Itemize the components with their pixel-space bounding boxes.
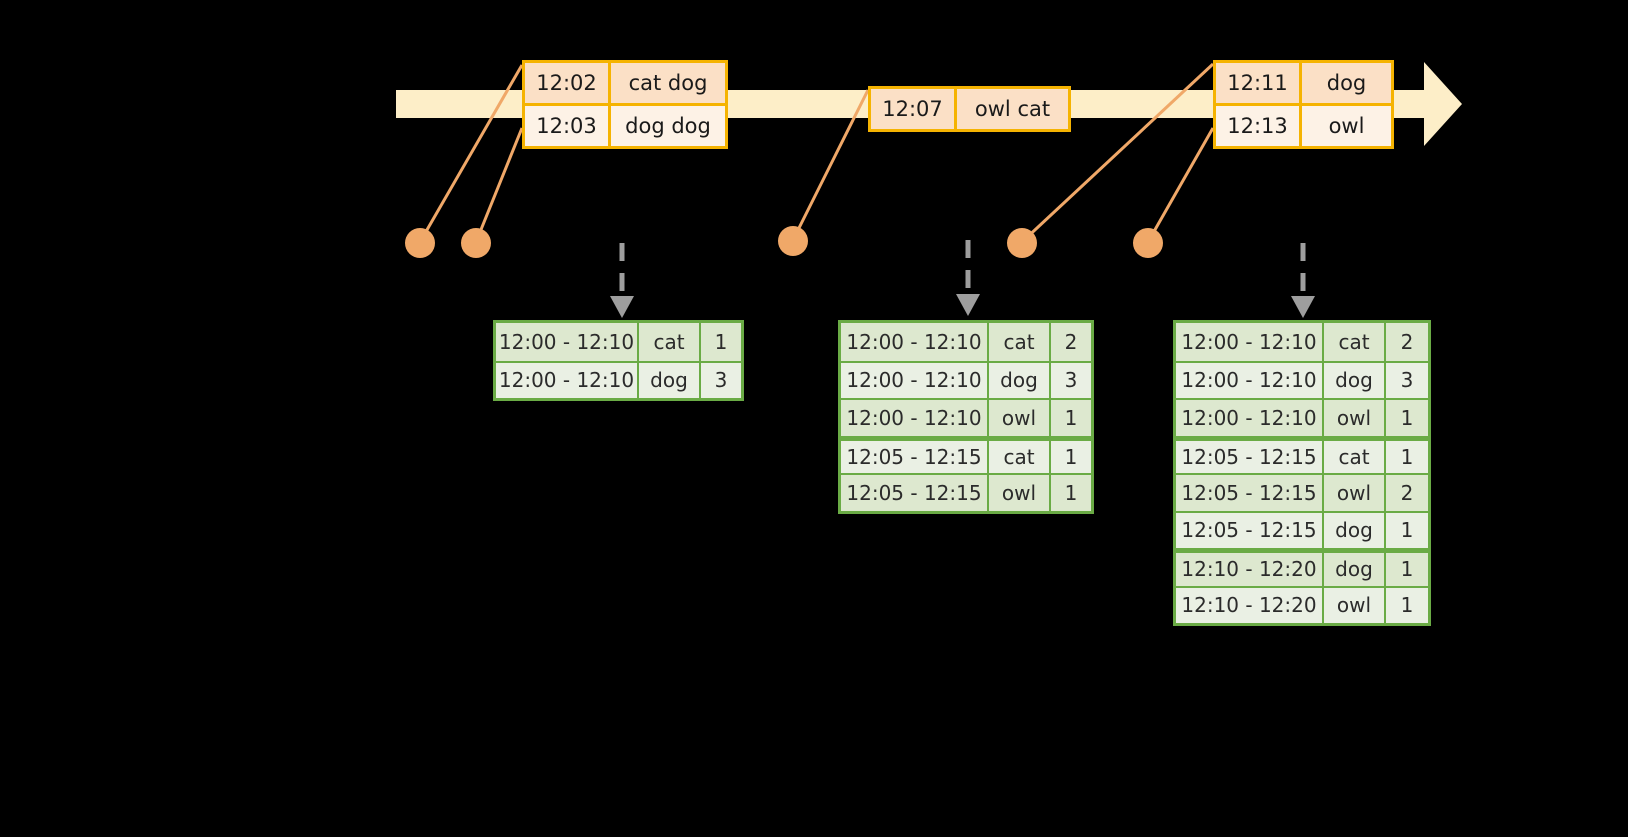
- event-box-1: 12:02 cat dog 12:03 dog dog: [522, 60, 728, 149]
- connector-dot-12-07: [778, 226, 808, 256]
- count-cell: 2: [1400, 480, 1414, 505]
- count-cell: 1: [1400, 444, 1414, 469]
- dashed-arrowhead-1: [610, 296, 634, 318]
- event-words: owl: [1328, 114, 1365, 138]
- window-cell: 12:10 - 12:20: [1176, 587, 1324, 623]
- connector-line-12-03: [474, 127, 524, 243]
- dashed-arrowheads: [610, 294, 1315, 318]
- connector-line-12-07: [791, 89, 870, 241]
- word-cell: dog: [1324, 553, 1386, 586]
- window-cell: 12:00 - 12:10: [841, 323, 989, 361]
- word-cell: dog: [989, 362, 1051, 398]
- event-time: 12:07: [871, 89, 957, 129]
- word-cell: owl: [1324, 475, 1386, 511]
- word-cell: cat: [989, 440, 1051, 473]
- count-cell: 3: [714, 368, 728, 393]
- count-cell: 1: [1400, 405, 1414, 430]
- event-row: 12:13 owl: [1216, 103, 1391, 146]
- word-cell: dog: [639, 362, 701, 398]
- window-cell: 12:00 - 12:10: [1176, 400, 1324, 436]
- word-cell: dog: [1324, 512, 1386, 548]
- count-cell: 1: [714, 329, 728, 354]
- window-cell: 12:10 - 12:20: [1176, 553, 1324, 586]
- event-time: 12:03: [525, 106, 611, 146]
- event-time: 12:13: [1216, 106, 1302, 146]
- event-words: dog dog: [625, 114, 711, 138]
- count-cell: 1: [1400, 557, 1414, 582]
- word-cell: cat: [639, 323, 701, 361]
- window-cell: 12:00 - 12:10: [841, 362, 989, 398]
- window-cell: 12:00 - 12:10: [496, 323, 639, 361]
- event-box-2: 12:07 owl cat: [868, 86, 1071, 132]
- connector-dot-12-03: [461, 228, 491, 258]
- window-cell: 12:00 - 12:10: [1176, 323, 1324, 361]
- connector-dot-12-11: [1007, 228, 1037, 258]
- event-words: dog: [1326, 71, 1367, 95]
- event-time: 12:02: [525, 63, 611, 103]
- dashed-arrows: [619, 240, 1306, 297]
- count-cell: 3: [1400, 368, 1414, 393]
- word-cell: cat: [989, 323, 1051, 361]
- connector-line-12-02: [418, 64, 524, 243]
- count-cell: 1: [1064, 444, 1078, 469]
- event-row: 12:02 cat dog: [525, 63, 725, 103]
- window-cell: 12:00 - 12:10: [1176, 362, 1324, 398]
- window-cell: 12:05 - 12:15: [841, 440, 989, 473]
- connector-dot-12-13: [1133, 228, 1163, 258]
- connector-dot-12-02: [405, 228, 435, 258]
- count-cell: 3: [1064, 368, 1078, 393]
- event-row: 12:11 dog: [1216, 63, 1391, 103]
- window-cell: 12:05 - 12:15: [1176, 440, 1324, 473]
- word-cell: owl: [989, 400, 1051, 436]
- event-words: owl cat: [974, 97, 1051, 121]
- connector-line-12-13: [1146, 127, 1215, 243]
- word-cell: cat: [1324, 323, 1386, 361]
- word-cell: owl: [1324, 587, 1386, 623]
- word-cell: owl: [1324, 400, 1386, 436]
- window-cell: 12:05 - 12:15: [1176, 475, 1324, 511]
- window-cell: 12:05 - 12:15: [841, 475, 989, 511]
- event-box-3: 12:11 dog 12:13 owl: [1213, 60, 1394, 149]
- window-cell: 12:00 - 12:10: [841, 400, 989, 436]
- count-cell: 1: [1064, 480, 1078, 505]
- event-time: 12:11: [1216, 63, 1302, 103]
- event-row: 12:03 dog dog: [525, 103, 725, 146]
- count-cell: 1: [1400, 593, 1414, 618]
- dashed-arrowhead-3: [1291, 296, 1315, 318]
- dashed-arrowhead-2: [956, 294, 980, 316]
- window-cell: 12:00 - 12:10: [496, 362, 639, 398]
- count-cell: 2: [1064, 329, 1078, 354]
- connector-dots: [405, 226, 1163, 258]
- word-cell: cat: [1324, 440, 1386, 473]
- word-cell: dog: [1324, 362, 1386, 398]
- event-row: 12:07 owl cat: [871, 89, 1068, 129]
- count-cell: 1: [1400, 518, 1414, 543]
- count-cell: 2: [1400, 329, 1414, 354]
- word-cell: owl: [989, 475, 1051, 511]
- event-words: cat dog: [628, 71, 708, 95]
- window-cell: 12:05 - 12:15: [1176, 512, 1324, 548]
- count-cell: 1: [1064, 405, 1078, 430]
